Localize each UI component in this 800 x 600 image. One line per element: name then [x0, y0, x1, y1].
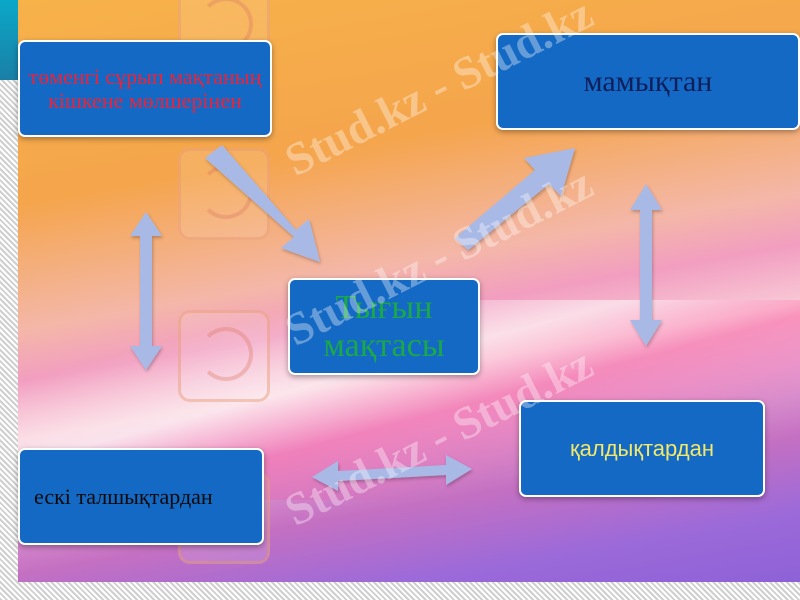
- left-hatched-border: [0, 0, 18, 600]
- node-bottom-left: ескі талшықтардан: [18, 448, 264, 545]
- node-top-left: төменгі сұрып мақтаның кішкене мөлшеріне…: [18, 40, 272, 137]
- watermark-logo: [178, 310, 270, 402]
- arrow-left-vertical: [130, 212, 162, 370]
- arrow-top-left-to-center: [205, 145, 320, 262]
- node-bottom-right-label: қалдықтардан: [570, 435, 714, 461]
- node-top-right-label: мамықтан: [583, 64, 713, 98]
- node-center-line2: мақтасы: [323, 326, 445, 364]
- node-bottom-left-label: ескі талшықтардан: [34, 483, 213, 509]
- arrow-right-vertical: [630, 184, 662, 346]
- arrow-center-to-top-right: [455, 148, 575, 250]
- node-center-label: Тығын мақтасы: [323, 289, 444, 365]
- arrow-bottom-horizontal: [312, 455, 472, 491]
- node-top-right: мамықтан: [496, 33, 800, 130]
- node-center: Тығын мақтасы: [288, 278, 480, 375]
- bottom-hatched-border: [0, 582, 800, 600]
- node-bottom-right: қалдықтардан: [519, 400, 765, 497]
- node-center-line1: Тығын: [335, 288, 433, 326]
- watermark-logo: [178, 148, 270, 240]
- node-top-left-label: төменгі сұрып мақтаның кішкене мөлшеріне…: [28, 63, 262, 113]
- teal-corner-accent: [0, 0, 18, 80]
